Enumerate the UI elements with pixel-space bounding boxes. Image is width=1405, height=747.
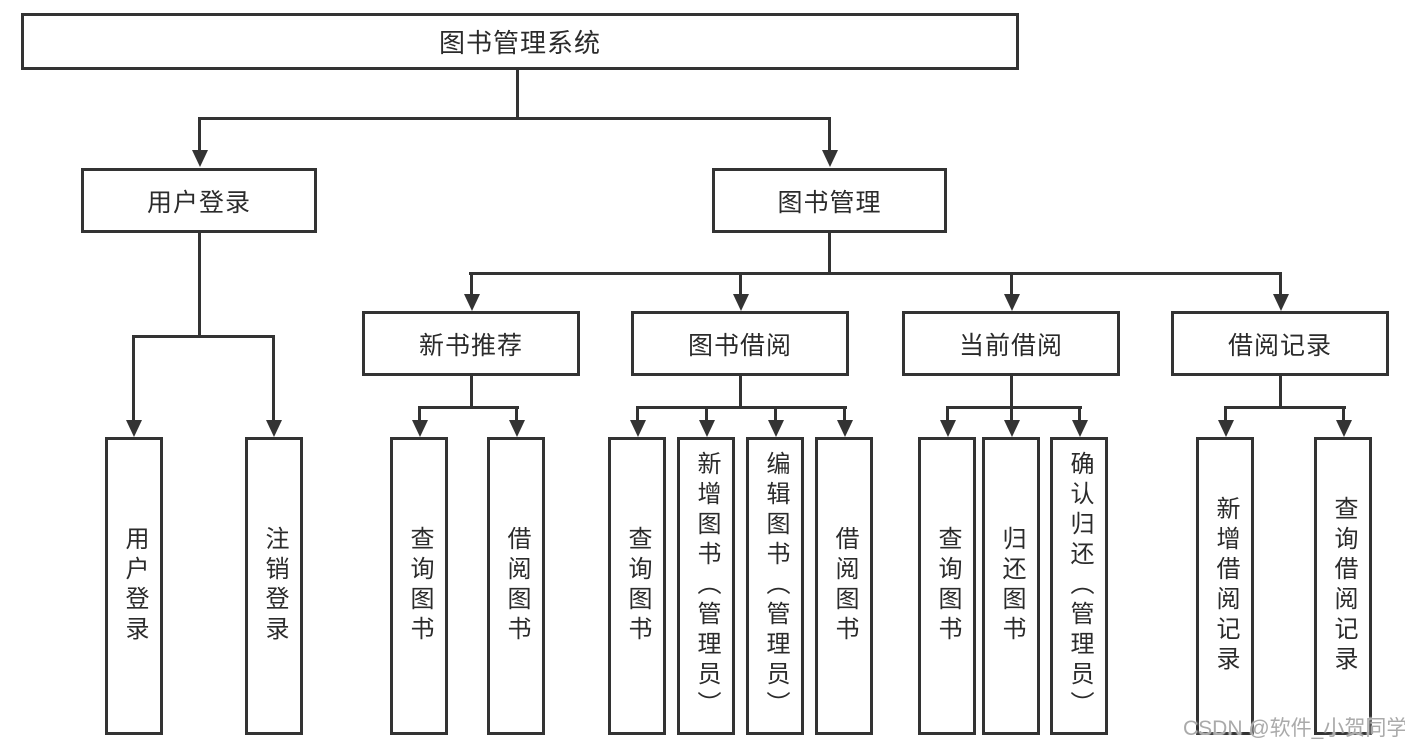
arrow-down-icon bbox=[1224, 406, 1227, 420]
node-book-management: 图书管理 bbox=[712, 168, 947, 233]
leaf-query-books-recommend: 查询图书 bbox=[390, 437, 448, 735]
node-root-library-system: 图书管理系统 bbox=[21, 13, 1019, 70]
arrow-down-icon bbox=[946, 406, 949, 420]
leaf-add-borrow-record: 新增借阅记录 bbox=[1196, 437, 1254, 735]
connector-line bbox=[1279, 374, 1282, 408]
arrow-down-icon bbox=[1010, 406, 1013, 420]
connector-line bbox=[946, 406, 1082, 409]
leaf-query-books-borrowing: 查询图书 bbox=[608, 437, 666, 735]
node-new-book-recommend: 新书推荐 bbox=[362, 311, 580, 376]
arrow-down-icon bbox=[418, 406, 421, 420]
arrow-down-icon bbox=[705, 406, 708, 420]
connector-line bbox=[469, 272, 1282, 275]
arrow-down-icon bbox=[515, 406, 518, 420]
connector-line bbox=[516, 69, 519, 119]
arrow-down-icon bbox=[1342, 406, 1345, 420]
node-user-login: 用户登录 bbox=[81, 168, 317, 233]
node-book-borrowing: 图书借阅 bbox=[631, 311, 849, 376]
leaf-return-book: 归还图书 bbox=[982, 437, 1040, 735]
connector-line bbox=[1224, 406, 1346, 409]
leaf-query-borrow-record: 查询借阅记录 bbox=[1314, 437, 1372, 735]
arrow-down-icon bbox=[1279, 272, 1282, 294]
arrow-down-icon bbox=[739, 272, 742, 294]
arrow-down-icon bbox=[272, 335, 275, 420]
connector-line bbox=[198, 117, 831, 120]
leaf-user-login: 用户登录 bbox=[105, 437, 163, 735]
node-borrow-records: 借阅记录 bbox=[1171, 311, 1389, 376]
leaf-query-books-current: 查询图书 bbox=[918, 437, 976, 735]
leaf-borrow-books-recommend: 借阅图书 bbox=[487, 437, 545, 735]
leaf-edit-book-admin: 编辑图书（管理员） bbox=[746, 437, 804, 735]
arrow-down-icon bbox=[198, 117, 201, 150]
leaf-add-book-admin: 新增图书（管理员） bbox=[677, 437, 735, 735]
leaf-borrow-books: 借阅图书 bbox=[815, 437, 873, 735]
connector-line bbox=[739, 374, 742, 408]
arrow-down-icon bbox=[828, 117, 831, 150]
leaf-confirm-return-admin: 确认归还（管理员） bbox=[1050, 437, 1108, 735]
arrow-down-icon bbox=[636, 406, 639, 420]
arrow-down-icon bbox=[843, 406, 846, 420]
arrow-down-icon bbox=[470, 272, 473, 294]
csdn-watermark: CSDN @软件_小贺同学 bbox=[1183, 717, 1405, 740]
node-current-borrowing: 当前借阅 bbox=[902, 311, 1120, 376]
arrow-down-icon bbox=[1010, 272, 1013, 294]
arrow-down-icon bbox=[132, 335, 135, 420]
connector-line bbox=[1010, 374, 1013, 408]
connector-line bbox=[418, 406, 519, 409]
connector-line bbox=[132, 335, 275, 338]
connector-line bbox=[828, 232, 831, 274]
arrow-down-icon bbox=[774, 406, 777, 420]
connector-line bbox=[636, 406, 847, 409]
connector-line bbox=[198, 232, 201, 337]
arrow-down-icon bbox=[1078, 406, 1081, 420]
connector-line bbox=[470, 374, 473, 408]
leaf-logout: 注销登录 bbox=[245, 437, 303, 735]
